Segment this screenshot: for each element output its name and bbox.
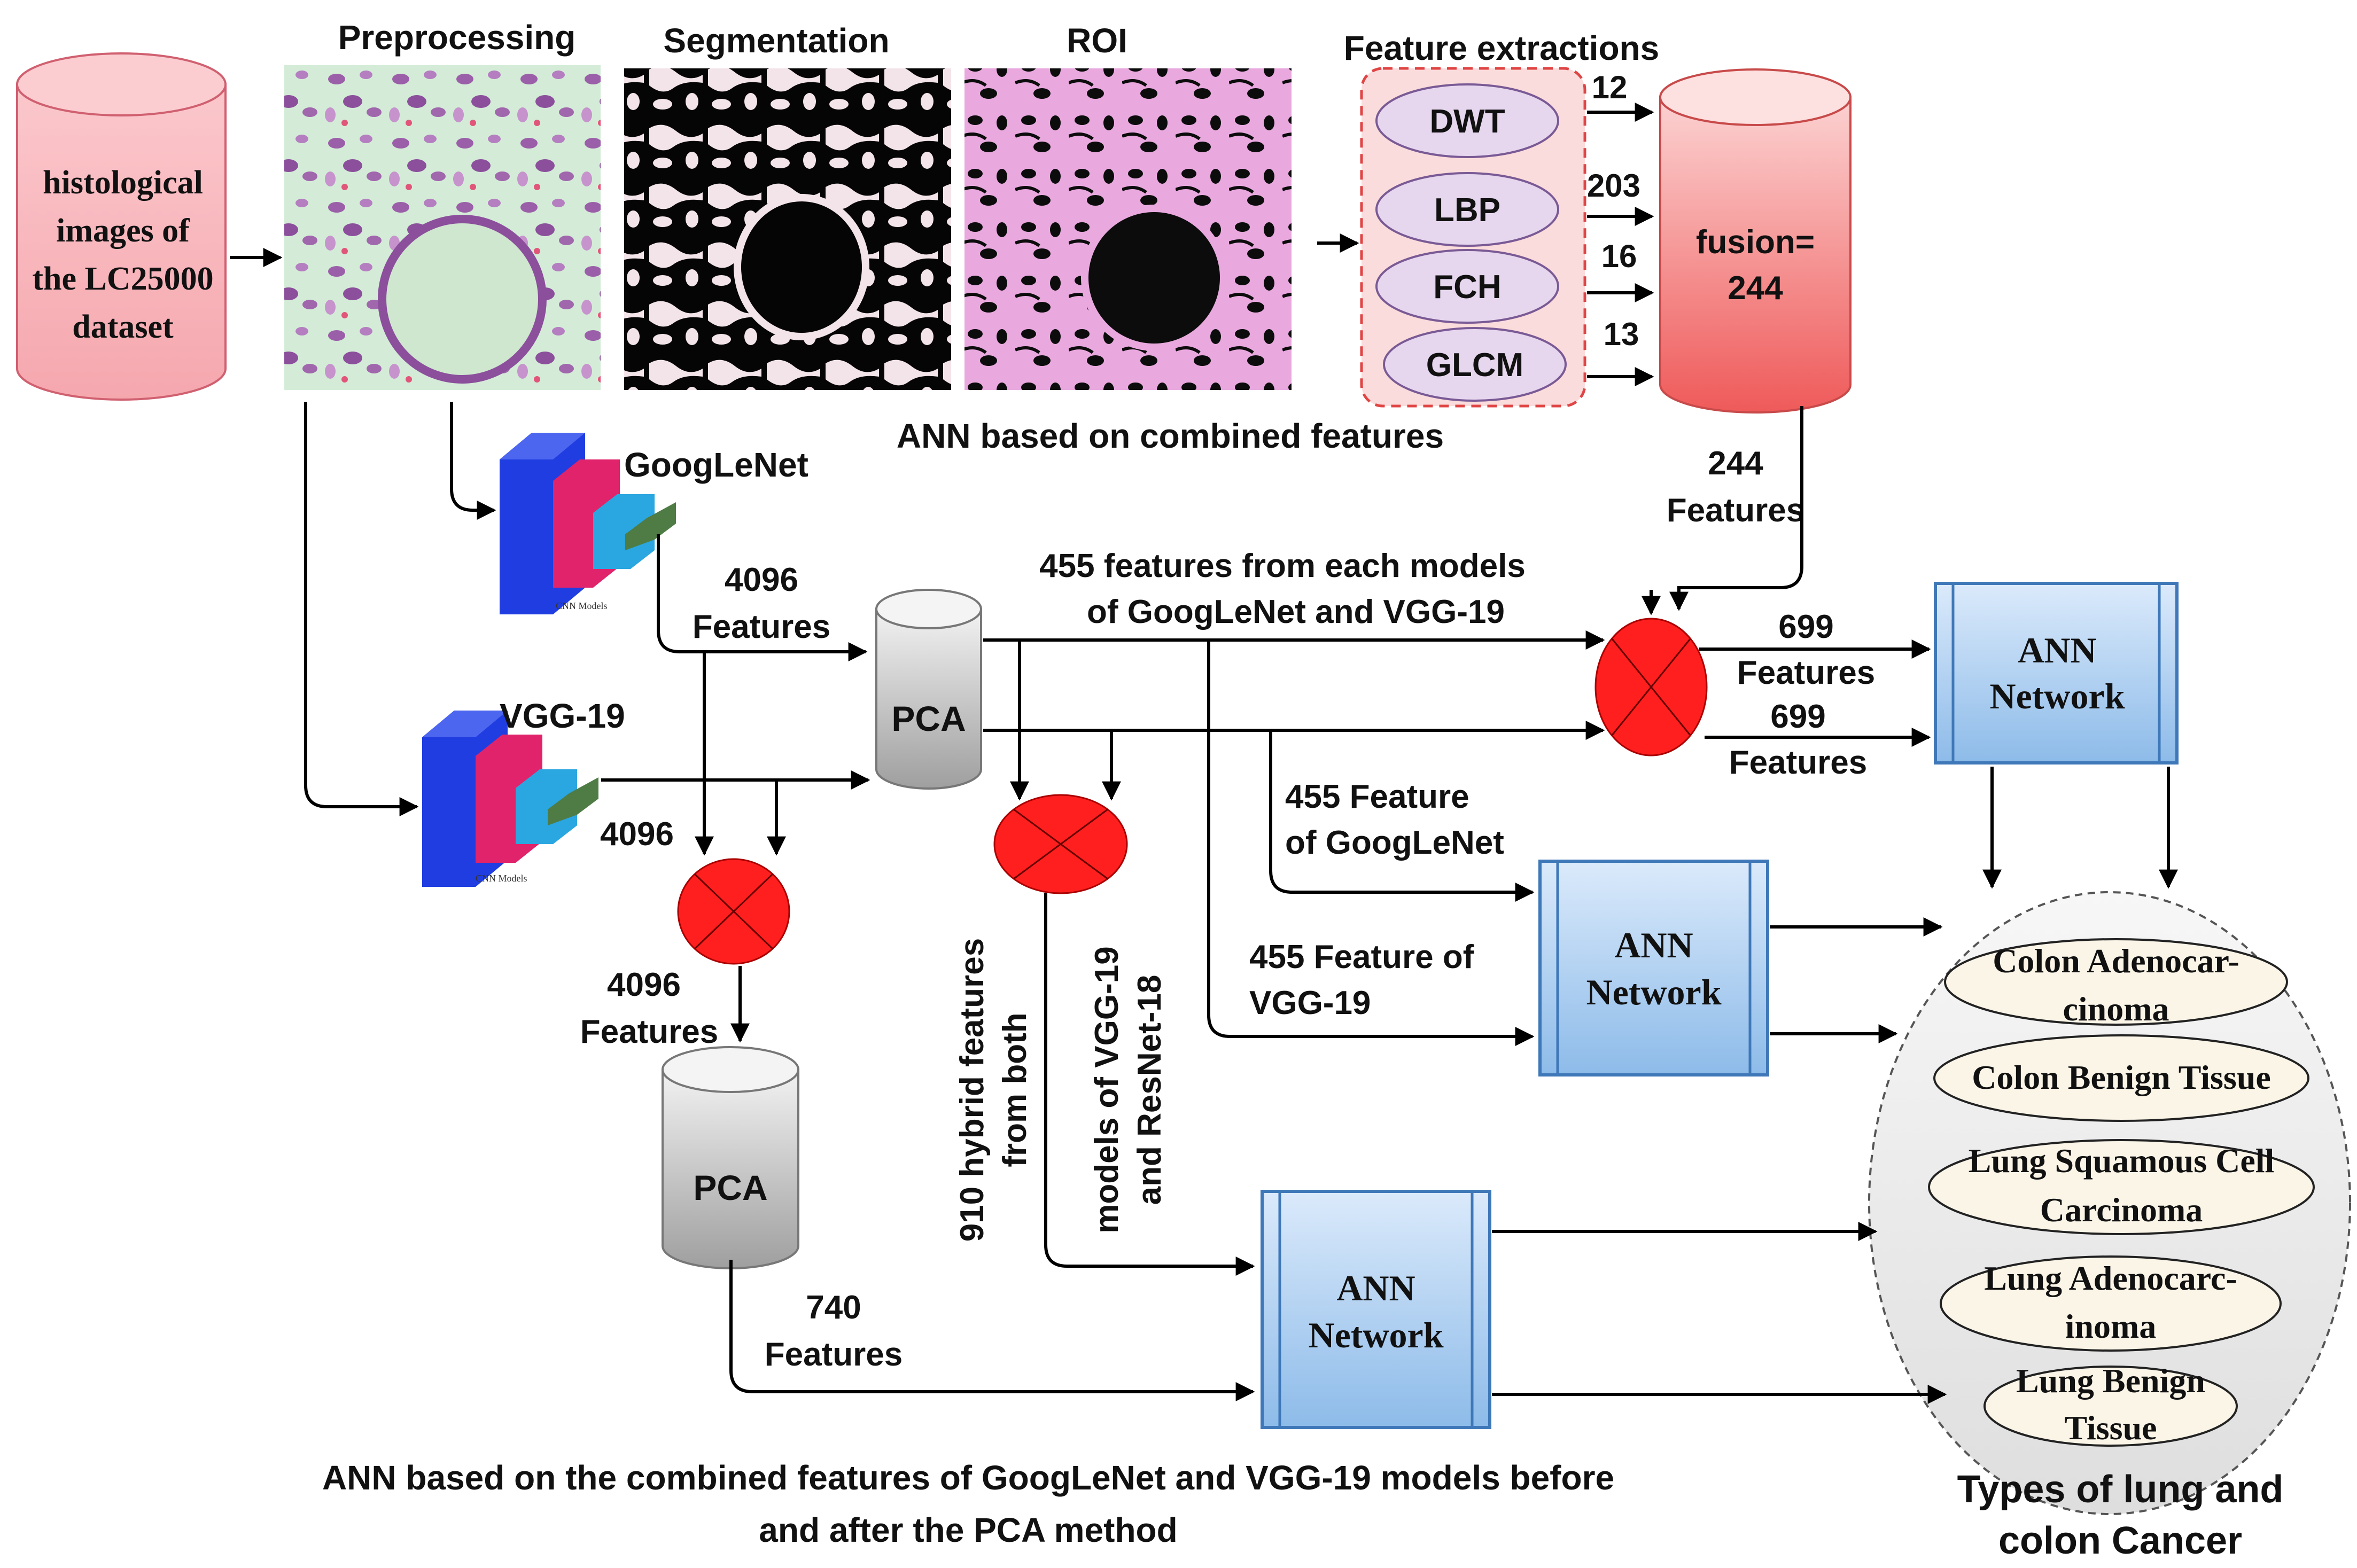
pca-cylinder-top xyxy=(875,589,982,790)
roi-gland xyxy=(1081,205,1227,351)
googlenet-4096-value: 4096 xyxy=(725,561,798,598)
ann-bottom-line-2: Network xyxy=(1308,1315,1443,1355)
lbp-count: 203 xyxy=(1587,168,1640,204)
hybrid-line-1: 910 hybrid features xyxy=(954,938,991,1242)
xor-merge-hybrid xyxy=(993,794,1128,894)
classes-title-line-1: Types of lung and xyxy=(1957,1468,2284,1511)
svg-text:FCH: FCH xyxy=(1433,269,1501,306)
segmentation-gland xyxy=(734,194,869,340)
top2-699-label: Features xyxy=(1729,744,1867,781)
fusion-value: 244 xyxy=(1728,270,1783,307)
svg-text:DWT: DWT xyxy=(1429,103,1505,140)
svg-text:inoma: inoma xyxy=(2065,1307,2157,1345)
merged-4096-label: Features xyxy=(580,1013,718,1050)
svg-text:Lung Adenocarc-: Lung Adenocarc- xyxy=(1984,1259,2237,1297)
fusion-label: fusion= xyxy=(1696,224,1815,261)
xor-merge-top xyxy=(1594,618,1708,756)
dataset-line-2: images of xyxy=(56,213,190,249)
fusion-cylinder xyxy=(1659,68,1852,414)
googlenet-cnn-icon: CNN Models xyxy=(500,433,676,614)
svg-text:Colon Benign Tissue: Colon Benign Tissue xyxy=(1972,1058,2271,1096)
classes-title-line-2: colon Cancer xyxy=(1998,1519,2242,1562)
dwt-count: 12 xyxy=(1592,69,1628,105)
class-lung-squamous-cell-carcinoma xyxy=(1928,1139,2315,1235)
ann-combined-label: ANN based on combined features xyxy=(897,417,1444,455)
svg-text:Lung Benign: Lung Benign xyxy=(2016,1362,2205,1400)
class-colon-adenocarcinoma xyxy=(1944,938,2288,1026)
googlenet-4096-label: Features xyxy=(693,609,830,645)
pca-each-line-1: 455 features from each models xyxy=(1039,548,1526,584)
vgg-4096-value: 4096 xyxy=(600,816,674,853)
svg-text:Carcinoma: Carcinoma xyxy=(2040,1191,2203,1229)
class-lung-benign-tissue xyxy=(1983,1366,2238,1447)
method-fch: FCH xyxy=(1375,249,1559,324)
vgg-455-line-1: 455 Feature of xyxy=(1249,939,1474,976)
glcm-count: 13 xyxy=(1604,316,1639,352)
pca-top-label: PCA xyxy=(891,699,966,738)
ann-top-line-1: ANN xyxy=(2018,630,2096,670)
svg-text:cinoma: cinoma xyxy=(2063,990,2169,1028)
ann-middle-line-1: ANN xyxy=(1614,925,1693,965)
top-699-label: Features xyxy=(1737,654,1875,691)
vgg19-cnn-icon: CNN Models xyxy=(422,711,598,887)
googlenet-label: GoogLeNet xyxy=(624,446,808,484)
segmentation-label: Segmentation xyxy=(663,21,889,60)
ann-bottom-line-1: ANN xyxy=(1336,1268,1415,1308)
pca-cylinder-bottom xyxy=(662,1046,799,1269)
svg-text:CNN Models: CNN Models xyxy=(556,600,608,611)
svg-text:GLCM: GLCM xyxy=(1426,347,1524,384)
svg-text:Colon Adenocar-: Colon Adenocar- xyxy=(1993,942,2239,980)
tissue-gland xyxy=(378,215,547,384)
pca-bottom-label: PCA xyxy=(693,1168,767,1207)
ann-middle-line-2: Network xyxy=(1586,972,1721,1012)
class-lung-adenocarcinoma xyxy=(1940,1255,2282,1352)
top2-699-value: 699 xyxy=(1770,698,1825,735)
class-colon-benign-tissue xyxy=(1933,1034,2309,1122)
googlenet-455-line-2: of GoogLeNet xyxy=(1285,824,1504,861)
hybrid-line-3: models of VGG-19 xyxy=(1088,946,1125,1233)
svg-text:CNN Models: CNN Models xyxy=(476,873,527,884)
roi-label: ROI xyxy=(1067,21,1127,60)
pca-740-label: Features xyxy=(765,1336,903,1373)
connector-arrows xyxy=(230,103,2178,1404)
method-dwt: DWT xyxy=(1375,83,1559,158)
ann-top-line-2: Network xyxy=(1989,676,2125,716)
fusion-out-count: 244 xyxy=(1708,445,1763,482)
pca-740-value: 740 xyxy=(806,1289,861,1326)
hybrid-line-4: and ResNet-18 xyxy=(1131,975,1168,1205)
vgg19-label: VGG-19 xyxy=(500,697,625,735)
dataset-cylinder xyxy=(16,52,227,401)
fusion-out-label: Features xyxy=(1667,492,1804,529)
svg-text:Lung Squamous Cell: Lung Squamous Cell xyxy=(1969,1142,2275,1180)
pca-each-line-2: of GoogLeNet and VGG-19 xyxy=(1087,594,1505,630)
vgg-455-line-2: VGG-19 xyxy=(1249,985,1371,1021)
ann-network-middle xyxy=(1538,860,1769,1076)
feature-extractions-label: Feature extractions xyxy=(1344,29,1659,67)
dataset-line-1: histological xyxy=(43,165,203,201)
ann-network-bottom xyxy=(1261,1190,1491,1429)
bottom-caption-line-1: ANN based on the combined features of Go… xyxy=(322,1458,1614,1497)
ann-network-top xyxy=(1934,582,2179,765)
hybrid-line-2: from both xyxy=(997,1012,1033,1167)
dataset-line-4: dataset xyxy=(72,309,174,345)
method-glcm: GLCM xyxy=(1383,327,1567,402)
googlenet-455-line-1: 455 Feature xyxy=(1285,778,1469,815)
bottom-caption-line-2: and after the PCA method xyxy=(759,1511,1177,1549)
svg-text:Tissue: Tissue xyxy=(2064,1409,2157,1447)
method-lbp: LBP xyxy=(1375,172,1559,247)
fch-count: 16 xyxy=(1601,238,1637,274)
preprocessing-label: Preprocessing xyxy=(338,18,576,57)
xor-merge-vgg-googlenet xyxy=(677,858,790,965)
top-699-value: 699 xyxy=(1778,609,1833,645)
merged-4096-value: 4096 xyxy=(607,966,681,1003)
svg-text:LBP: LBP xyxy=(1434,192,1500,229)
dataset-line-3: the LC25000 xyxy=(32,261,213,297)
